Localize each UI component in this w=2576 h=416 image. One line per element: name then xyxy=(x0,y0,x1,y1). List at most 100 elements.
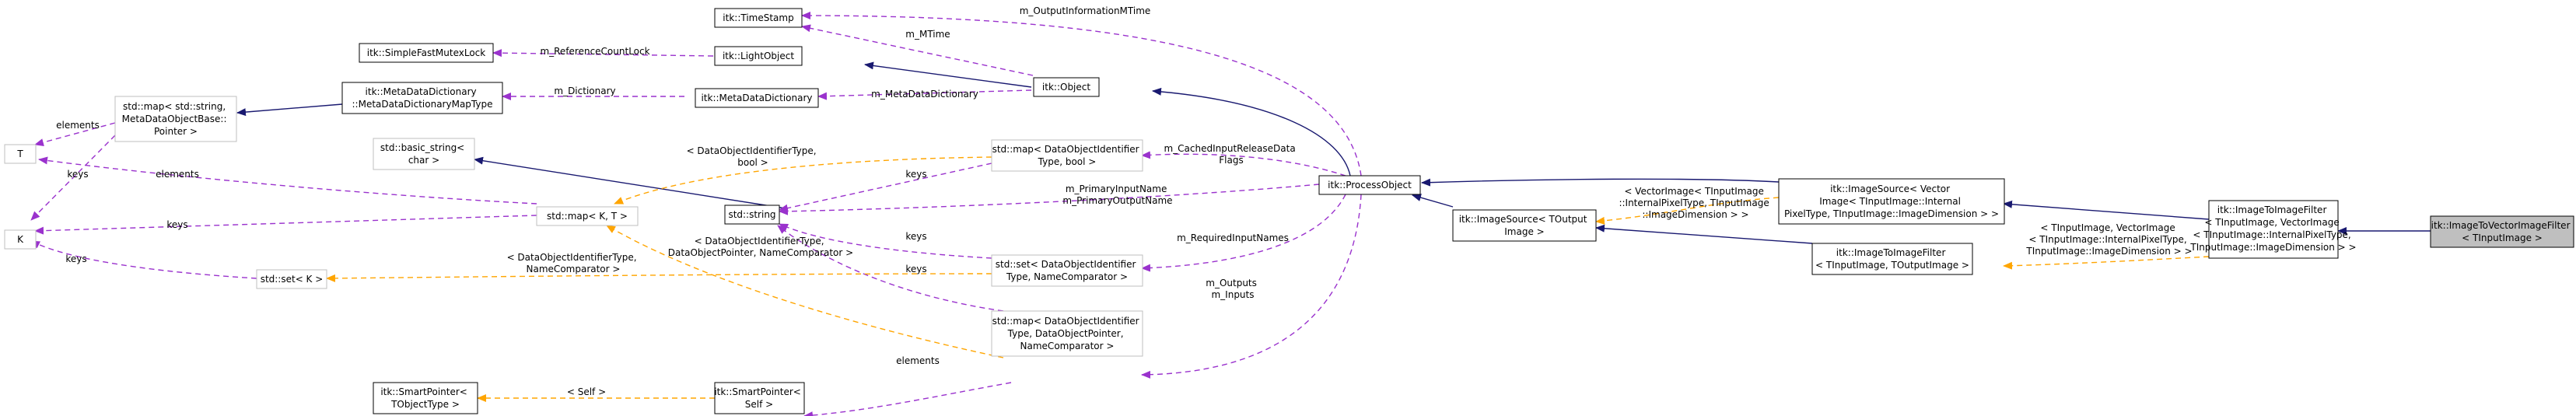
svg-text:K: K xyxy=(17,234,24,245)
edge-timestamp-to-processobject xyxy=(801,12,1362,177)
label-m-meta-data-dictionary: m_MetaDataDictionary xyxy=(871,89,978,100)
node-object[interactable]: itk::Object xyxy=(1033,77,1100,97)
edge-map-to-map-type xyxy=(236,103,343,117)
node-image-source-output[interactable]: itk::ImageSource< TOutput Image > xyxy=(1452,209,1597,242)
label-elements-sp: elements xyxy=(896,355,940,366)
node-image-source-vector[interactable]: itk::ImageSource< Vector Image< TInputIm… xyxy=(1778,178,2005,225)
label-m-required-input-names: m_RequiredInputNames xyxy=(1177,232,1289,243)
edge-dictionary-to-object xyxy=(817,89,1032,100)
node-k[interactable]: K xyxy=(4,229,37,250)
edge-basic-string-to-std-string xyxy=(474,156,786,209)
node-process-object[interactable]: itk::ProcessObject xyxy=(1318,175,1421,195)
node-smart-pointer-self[interactable]: itk::SmartPointer< Self > xyxy=(714,382,805,414)
edge-k-keys-kt xyxy=(34,215,537,235)
label-keys-kt: keys xyxy=(166,219,187,230)
edge-timestamp-to-object xyxy=(801,24,1034,76)
node-light-object[interactable]: itk::LightObject xyxy=(714,46,803,66)
label-elements-t: elements xyxy=(56,120,100,131)
label-keys-map-bool: keys xyxy=(905,169,926,180)
svg-text:itk::Object: itk::Object xyxy=(1042,82,1090,93)
svg-text:std::set< DataObjectIdentifier: std::set< DataObjectIdentifier Type, Nam… xyxy=(996,259,1139,282)
edge-string-keys-map-bool xyxy=(779,163,992,212)
label-m-mtime: m_MTime xyxy=(905,29,950,40)
svg-text:std::map< K, T >: std::map< K, T > xyxy=(547,211,628,222)
edge-map-bool-to-processobject xyxy=(1141,151,1346,177)
svg-text:std::map< DataObjectIdentifier: std::map< DataObjectIdentifier Type, Dat… xyxy=(992,316,1143,351)
label-keys-k-set: keys xyxy=(65,253,86,264)
label-m-primary-names: m_PrimaryInputName m_PrimaryOutputName xyxy=(1062,184,1172,206)
label-keys-map-pointer: keys xyxy=(905,264,926,274)
edge-string-primary-names xyxy=(779,184,1320,215)
label-tmpl-map-pointer: < DataObjectIdentifierType, DataObjectPo… xyxy=(668,236,853,258)
label-elements-kt: elements xyxy=(156,169,199,180)
edge-imagesource-output-to-imagetoimagefilter xyxy=(1595,224,1813,244)
edge-tmpl-map-bool xyxy=(614,156,992,205)
label-m-cached-input-release-data-flags: m_CachedInputReleaseData Flags xyxy=(1164,143,1298,166)
edge-processobject-to-imagesource-output xyxy=(1412,194,1454,208)
node-std-map-kt[interactable]: std::map< K, T > xyxy=(536,206,639,226)
edge-tmpl-map-pointer xyxy=(606,225,1004,358)
edge-string-keys-set xyxy=(779,223,992,259)
svg-text:itk::MetaDataDictionary: itk::MetaDataDictionary xyxy=(701,93,812,103)
edge-set-required-input-names xyxy=(1141,194,1346,272)
edge-k-keys-set xyxy=(30,240,257,279)
svg-text:std::map< std::string,: std::map< std::string, MetaDataObjectBas… xyxy=(122,101,230,137)
node-smart-pointer-tobject[interactable]: itk::SmartPointer< TObjectType > xyxy=(373,382,478,414)
edge-object-to-processobject xyxy=(1152,87,1351,177)
edge-processobject-to-imagesource-vector xyxy=(1421,178,1780,187)
node-set-identifier[interactable]: std::set< DataObjectIdentifier Type, Nam… xyxy=(991,254,1143,287)
svg-text:itk::ImageToVectorImageFilter: itk::ImageToVectorImageFilter < TInputIm… xyxy=(2431,220,2574,243)
label-tmpl-filter-vector: < TInputImage, VectorImage < TInputImage… xyxy=(2025,222,2192,257)
svg-text:itk::MetaDataDictionary: itk::MetaDataDictionary ::MetaDataDictio… xyxy=(352,86,493,110)
svg-text:itk::ImageSource< TOutput: itk::ImageSource< TOutput Image > xyxy=(1459,214,1591,237)
node-std-set-k[interactable]: std::set< K > xyxy=(256,269,327,289)
edge-tmpl-set xyxy=(326,273,992,282)
label-tmpl-self: < Self > xyxy=(567,386,606,397)
node-image-to-image-filter[interactable]: itk::ImageToImageFilter < TInputImage, T… xyxy=(1811,243,1973,275)
edge-t-elements xyxy=(34,122,116,146)
node-basic-string[interactable]: std::basic_string< char > xyxy=(373,138,475,170)
node-std-map-string[interactable]: std::map< std::string, MetaDataObjectBas… xyxy=(114,96,237,142)
svg-text:T: T xyxy=(16,149,23,159)
label-keys-set: keys xyxy=(905,231,926,242)
node-timestamp[interactable]: itk::TimeStamp xyxy=(714,8,803,28)
edge-smartpointer-self-elements xyxy=(803,382,1012,416)
edge-lightobject-to-object xyxy=(864,61,1032,88)
label-m-output-information-mtime: m_OutputInformationMTime xyxy=(1020,5,1151,16)
node-meta-data-dictionary[interactable]: itk::MetaDataDictionary xyxy=(695,88,819,108)
node-t[interactable]: T xyxy=(4,144,37,164)
node-map-pointer[interactable]: std::map< DataObjectIdentifier Type, Dat… xyxy=(991,310,1143,357)
edge-tmpl-vector-image xyxy=(1595,197,1780,225)
svg-text:itk::LightObject: itk::LightObject xyxy=(723,51,794,61)
label-m-dictionary: m_Dictionary xyxy=(554,86,615,96)
svg-text:itk::ImageToImageFilter: itk::ImageToImageFilter < TInputImage, V… xyxy=(2189,205,2356,253)
svg-text:itk::SmartPointer< TOb: itk::SmartPointer< TObjectType > xyxy=(380,386,470,410)
node-image-to-image-filter-vector[interactable]: itk::ImageToImageFilter < TInputImage, V… xyxy=(2189,200,2357,259)
node-std-string[interactable]: std::string xyxy=(724,205,780,225)
svg-text:itk::ImageToImageFilter: itk::ImageToImageFilter < TInputImage, T… xyxy=(1815,247,1969,271)
svg-text:std::string: std::string xyxy=(728,209,775,220)
label-tmpl-set: < DataObjectIdentifierType, NameComparat… xyxy=(507,252,640,274)
edge-t-elements-kt xyxy=(38,156,537,205)
node-map-bool[interactable]: std::map< DataObjectIdentifier Type, boo… xyxy=(991,139,1143,172)
svg-text:itk::ImageSource< Vector: itk::ImageSource< Vector Image< TInputIm… xyxy=(1784,184,1999,219)
node-image-to-vector-image-filter[interactable]: itk::ImageToVectorImageFilter < TInputIm… xyxy=(2430,215,2574,248)
svg-text:std::basic_string< cha: std::basic_string< char > xyxy=(380,142,467,166)
label-keys-k-map: keys xyxy=(67,169,88,180)
svg-text:itk::TimeStamp: itk::TimeStamp xyxy=(723,12,793,23)
edge-string-keys-map-pointer xyxy=(777,225,1004,312)
svg-text:itk::SimpleFastMutexLock: itk::SimpleFastMutexLock xyxy=(367,47,486,58)
edge-tmpl-filter-vector xyxy=(2003,256,2210,270)
label-tmpl-vector-image: < VectorImage< TInputImage ::InternalPix… xyxy=(1619,186,1772,220)
label-m-outputs-inputs: m_Outputs m_Inputs xyxy=(1206,278,1259,300)
svg-text:std::map< DataObjectIdentifier: std::map< DataObjectIdentifier Type, boo… xyxy=(992,144,1143,167)
svg-text:itk::ProcessObject: itk::ProcessObject xyxy=(1328,180,1412,191)
edge-map-outputs-inputs xyxy=(1141,194,1362,379)
node-map-meta-data-dictionary[interactable]: itk::MetaDataDictionary ::MetaDataDictio… xyxy=(341,82,503,114)
edge-imagesource-vector-to-filter-vector xyxy=(2003,200,2210,220)
node-simple-fast-mutex-lock[interactable]: itk::SimpleFastMutexLock xyxy=(359,43,494,63)
label-m-reference-count-lock: m_ReferenceCountLock xyxy=(540,46,649,57)
label-tmpl-map-bool: < DataObjectIdentifierType, bool > xyxy=(687,145,820,168)
svg-text:std::set< K >: std::set< K > xyxy=(261,274,324,285)
